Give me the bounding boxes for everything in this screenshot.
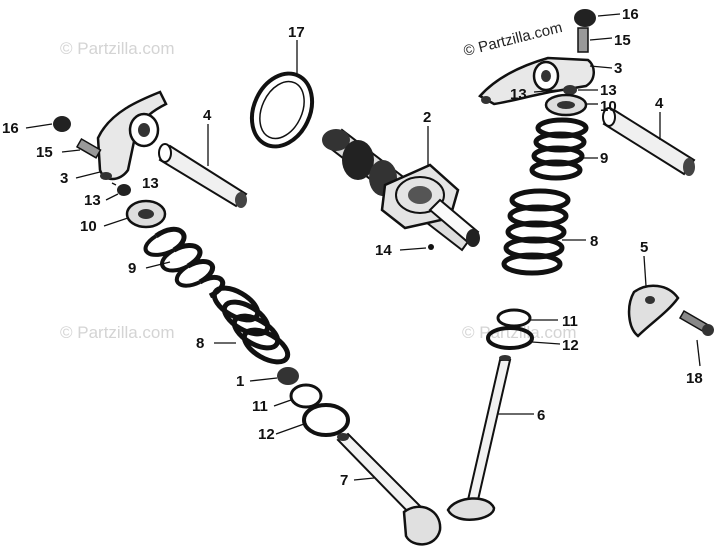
- callout-5: 5: [640, 239, 648, 256]
- pin-14: [428, 244, 434, 250]
- callout-4-right: 4: [655, 95, 664, 112]
- leader-lines: [25, 13, 701, 481]
- callout-13-right-b: 13: [600, 82, 617, 99]
- watermark: © Partzilla.com: [60, 39, 175, 58]
- callout-16-left: 16: [2, 120, 19, 137]
- callout-9-left: 9: [128, 260, 136, 277]
- valve-7: [336, 432, 442, 546]
- spring-8-right: [501, 188, 571, 276]
- rocker-arm-left: [96, 90, 168, 181]
- callout-16-right: 16: [622, 6, 639, 23]
- callout-4-left: 4: [203, 107, 212, 124]
- rocker-arm-right: [478, 56, 595, 106]
- valve-seal-1: [277, 367, 299, 385]
- callout-3-left: 3: [60, 170, 68, 187]
- callout-13-right-a: 13: [510, 86, 527, 103]
- callout-11-right: 11: [562, 313, 578, 330]
- valve-6: [446, 355, 512, 521]
- rocker-shaft-4-left: [158, 143, 248, 208]
- callout-8-right: 8: [590, 233, 598, 250]
- callout-1: 1: [236, 373, 244, 390]
- callout-7: 7: [340, 472, 348, 489]
- callout-12-left: 12: [258, 426, 275, 443]
- washer-12-right: [486, 326, 534, 350]
- bracket-5: [627, 284, 680, 338]
- washer-11-left: [289, 383, 323, 409]
- spring-9-left: [143, 226, 226, 299]
- callout-14: 14: [375, 242, 392, 259]
- spring-9-right: [529, 117, 589, 181]
- callout-13-left-a: 13: [142, 175, 159, 192]
- spring-8-left: [211, 285, 291, 365]
- callout-15-left: 15: [36, 144, 53, 161]
- callout-18: 18: [686, 370, 703, 387]
- callout-11-left: 11: [252, 398, 268, 415]
- watermark: © Partzilla.com: [462, 323, 577, 342]
- camshaft-2: [322, 128, 480, 252]
- callout-9-right: 9: [600, 150, 608, 167]
- retainer-10-left: [125, 199, 167, 229]
- callout-17: 17: [288, 24, 305, 41]
- cotter-13-right: [563, 85, 577, 95]
- callout-10-left: 10: [80, 218, 97, 235]
- callout-12-right: 12: [562, 337, 579, 354]
- callout-6: 6: [537, 407, 545, 424]
- adjust-screw-15-left: [75, 138, 102, 159]
- o-ring-17: [249, 71, 315, 149]
- adjust-screw-15-right: [577, 27, 589, 53]
- cotter-13-left: [117, 184, 131, 196]
- callout-8-left: 8: [196, 335, 204, 352]
- watermark: © Partzilla.com: [462, 19, 564, 60]
- washer-11-right: [496, 308, 532, 328]
- callout-labels: 16 15 3 13 13 10 4 9 8 1 11 12 7 17 2 14…: [2, 6, 703, 489]
- callout-13-left-b: 13: [84, 192, 101, 209]
- nut-16-right: [574, 9, 596, 27]
- callout-3-right: 3: [614, 60, 622, 77]
- rocker-shaft-4-right: [602, 107, 696, 176]
- bolt-18: [678, 310, 714, 336]
- callout-15-right: 15: [614, 32, 631, 49]
- nut-16-left: [53, 116, 71, 132]
- callout-2: 2: [423, 109, 431, 126]
- retainer-10-right: [544, 93, 588, 117]
- washer-12-left: [302, 403, 350, 437]
- callout-10-right: 10: [600, 98, 617, 115]
- watermark: © Partzilla.com: [60, 323, 175, 342]
